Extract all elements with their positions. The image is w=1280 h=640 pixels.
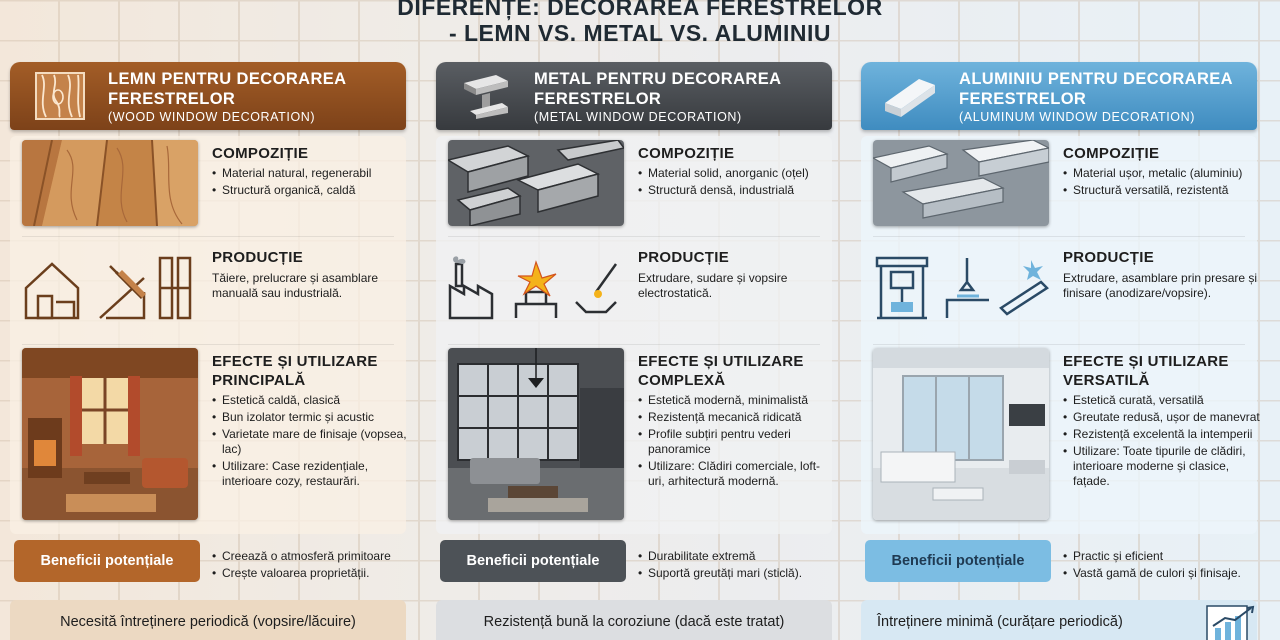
steel-beam-icon [446, 68, 526, 124]
aluminum-bar-icon [871, 68, 951, 124]
benefits-label: Beneficii potențiale [14, 540, 200, 582]
divider [22, 344, 394, 345]
header-wood: LEMN PENTRU DECORAREA FERESTRELOR (WOOD … [10, 62, 406, 130]
composition-title: COMPOZIȚIE [638, 145, 735, 162]
column-wood: LEMN PENTRU DECORAREA FERESTRELOR (WOOD … [10, 62, 407, 640]
wood-grain-icon [20, 68, 100, 124]
list-item: Material solid, anorganic (oțel) [638, 166, 836, 181]
benefits-list: Creează o atmosferă primitoare Crește va… [212, 549, 412, 583]
list-item: Utilizare: Clădiri comerciale, loft-uri,… [638, 459, 836, 489]
footer-note: Întreținere minimă (curățare periodică) [861, 600, 1257, 640]
footer-text: Rezistență bună la coroziune (dacă este … [483, 614, 785, 630]
list-item: Creează o atmosferă primitoare [212, 549, 412, 564]
production-title: PRODUCȚIE [638, 249, 730, 266]
list-item: Durabilitate extremă [638, 549, 838, 564]
effects-title: EFECTE ȘI UTILIZARE COMPLEXĂ [638, 353, 804, 389]
list-item: Suportă greutăți mari (sticlă). [638, 566, 838, 581]
list-item: Estetică modernă, minimalistă [638, 393, 836, 408]
list-item: Structură densă, industrială [638, 183, 836, 198]
footer-note: Necesită întreținere periodică (vopsire/… [10, 600, 406, 640]
aluminum-production-icons [871, 252, 1055, 324]
production-text: Tăiere, prelucrare și asamblare manuală … [212, 271, 379, 300]
list-item: Material ușor, metalic (aluminiu) [1063, 166, 1261, 181]
wood-interior-image [22, 348, 198, 520]
production-text: Extrudare, asamblare prin presare și fin… [1063, 271, 1258, 300]
header-title: LEMN PENTRU DECORAREA FERESTRELOR [108, 69, 346, 108]
divider [448, 236, 820, 237]
list-item: Crește valoarea proprietății. [212, 566, 412, 581]
column-aluminum: ALUMINIU PENTRU DECORAREA FERESTRELOR (A… [861, 62, 1260, 640]
list-item: Profile subțiri pentru vederi panoramice [638, 427, 836, 457]
production-title: PRODUCȚIE [1063, 249, 1155, 266]
list-item: Rezistență excelentă la intemperii [1063, 427, 1261, 442]
metal-production-icons [446, 252, 630, 324]
footer-note: Rezistență bună la coroziune (dacă este … [436, 600, 832, 640]
production-row: PRODUCȚIE Tăiere, prelucrare și asamblar… [10, 244, 406, 344]
footer-text: Întreținere minimă (curățare periodică) [877, 614, 1123, 630]
column-metal: METAL PENTRU DECORAREA FERESTRELOR (META… [436, 62, 832, 640]
modern-interior-image [873, 348, 1049, 520]
production-title: PRODUCȚIE [212, 249, 304, 266]
benefits-list: Durabilitate extremă Suportă greutăți ma… [638, 549, 838, 583]
composition-row: COMPOZIȚIE Material natural, regenerabil… [10, 140, 406, 230]
effects-title: EFECTE ȘI UTILIZARE PRINCIPALĂ [212, 353, 378, 389]
growth-chart-icon [1205, 604, 1269, 640]
benefits-label: Beneficii potențiale [440, 540, 626, 582]
list-item: Utilizare: Case rezidențiale, interioare… [212, 459, 410, 489]
list-item: Greutate redusă, ușor de manevrat [1063, 410, 1261, 425]
list-item: Varietate mare de finisaje (vopsea, lac) [212, 427, 410, 457]
header-subtitle: (WOOD WINDOW DECORATION) [108, 109, 316, 124]
page-title: DIFERENȚE: DECORAREA FERESTRELOR - LEMN … [0, 0, 1280, 46]
header-title: ALUMINIU PENTRU DECORAREA FERESTRELOR [959, 69, 1233, 108]
effects-row: EFECTE ȘI UTILIZARE PRINCIPALĂ Estetică … [10, 348, 407, 528]
title-line-1: DIFERENȚE: DECORAREA FERESTRELOR [397, 0, 883, 20]
wood-production-icons [20, 252, 204, 324]
effects-list: Estetică caldă, clasică Bun izolator ter… [212, 393, 410, 489]
header-title: METAL PENTRU DECORAREA FERESTRELOR [534, 69, 781, 108]
effects-row: EFECTE ȘI UTILIZARE VERSATILĂ Estetică c… [861, 348, 1260, 528]
header-subtitle: (METAL WINDOW DECORATION) [534, 109, 742, 124]
effects-list: Estetică curată, versatilă Greutate redu… [1063, 393, 1261, 489]
list-item: Estetică curată, versatilă [1063, 393, 1261, 408]
header-metal: METAL PENTRU DECORAREA FERESTRELOR (META… [436, 62, 832, 130]
divider [873, 344, 1245, 345]
footer-text: Necesită întreținere periodică (vopsire/… [60, 614, 356, 630]
steel-profiles-image [448, 140, 624, 226]
effects-list: Estetică modernă, minimalistă Rezistență… [638, 393, 836, 489]
list-item: Utilizare: Toate tipurile de clădiri, in… [1063, 444, 1261, 489]
benefits-list: Practic și eficient Vastă gamă de culori… [1063, 549, 1263, 583]
loft-interior-image [448, 348, 624, 520]
divider [22, 236, 394, 237]
effects-title: EFECTE ȘI UTILIZARE VERSATILĂ [1063, 353, 1229, 389]
list-item: Bun izolator termic și acustic [212, 410, 410, 425]
list-item: Rezistență mecanică ridicată [638, 410, 836, 425]
header-subtitle: (ALUMINUM WINDOW DECORATION) [959, 109, 1195, 124]
title-line-2: - LEMN VS. METAL VS. ALUMINIU [448, 20, 832, 46]
divider [448, 344, 820, 345]
header-aluminum: ALUMINIU PENTRU DECORAREA FERESTRELOR (A… [861, 62, 1257, 130]
list-item: Practic și eficient [1063, 549, 1263, 564]
list-item: Structură versatilă, rezistentă [1063, 183, 1261, 198]
list-item: Material natural, regenerabil [212, 166, 410, 181]
composition-list: Material natural, regenerabil Structură … [212, 166, 410, 198]
aluminum-profiles-image [873, 140, 1049, 226]
effects-row: EFECTE ȘI UTILIZARE COMPLEXĂ Estetică mo… [436, 348, 832, 528]
list-item: Structură organică, caldă [212, 183, 410, 198]
divider [873, 236, 1245, 237]
composition-list: Material ușor, metalic (aluminiu) Struct… [1063, 166, 1261, 198]
composition-row: COMPOZIȚIE Material ușor, metalic (alumi… [861, 140, 1257, 230]
benefits-label: Beneficii potențiale [865, 540, 1051, 582]
production-row: PRODUCȚIE Extrudare, sudare și vopsire e… [436, 244, 832, 344]
wood-planks-image [22, 140, 198, 226]
composition-row: COMPOZIȚIE Material solid, anorganic (oț… [436, 140, 832, 230]
composition-title: COMPOZIȚIE [212, 145, 309, 162]
list-item: Estetică caldă, clasică [212, 393, 410, 408]
production-text: Extrudare, sudare și vopsire electrostat… [638, 271, 788, 300]
composition-title: COMPOZIȚIE [1063, 145, 1160, 162]
composition-list: Material solid, anorganic (oțel) Structu… [638, 166, 836, 198]
production-row: PRODUCȚIE Extrudare, asamblare prin pres… [861, 244, 1257, 344]
list-item: Vastă gamă de culori și finisaje. [1063, 566, 1263, 581]
